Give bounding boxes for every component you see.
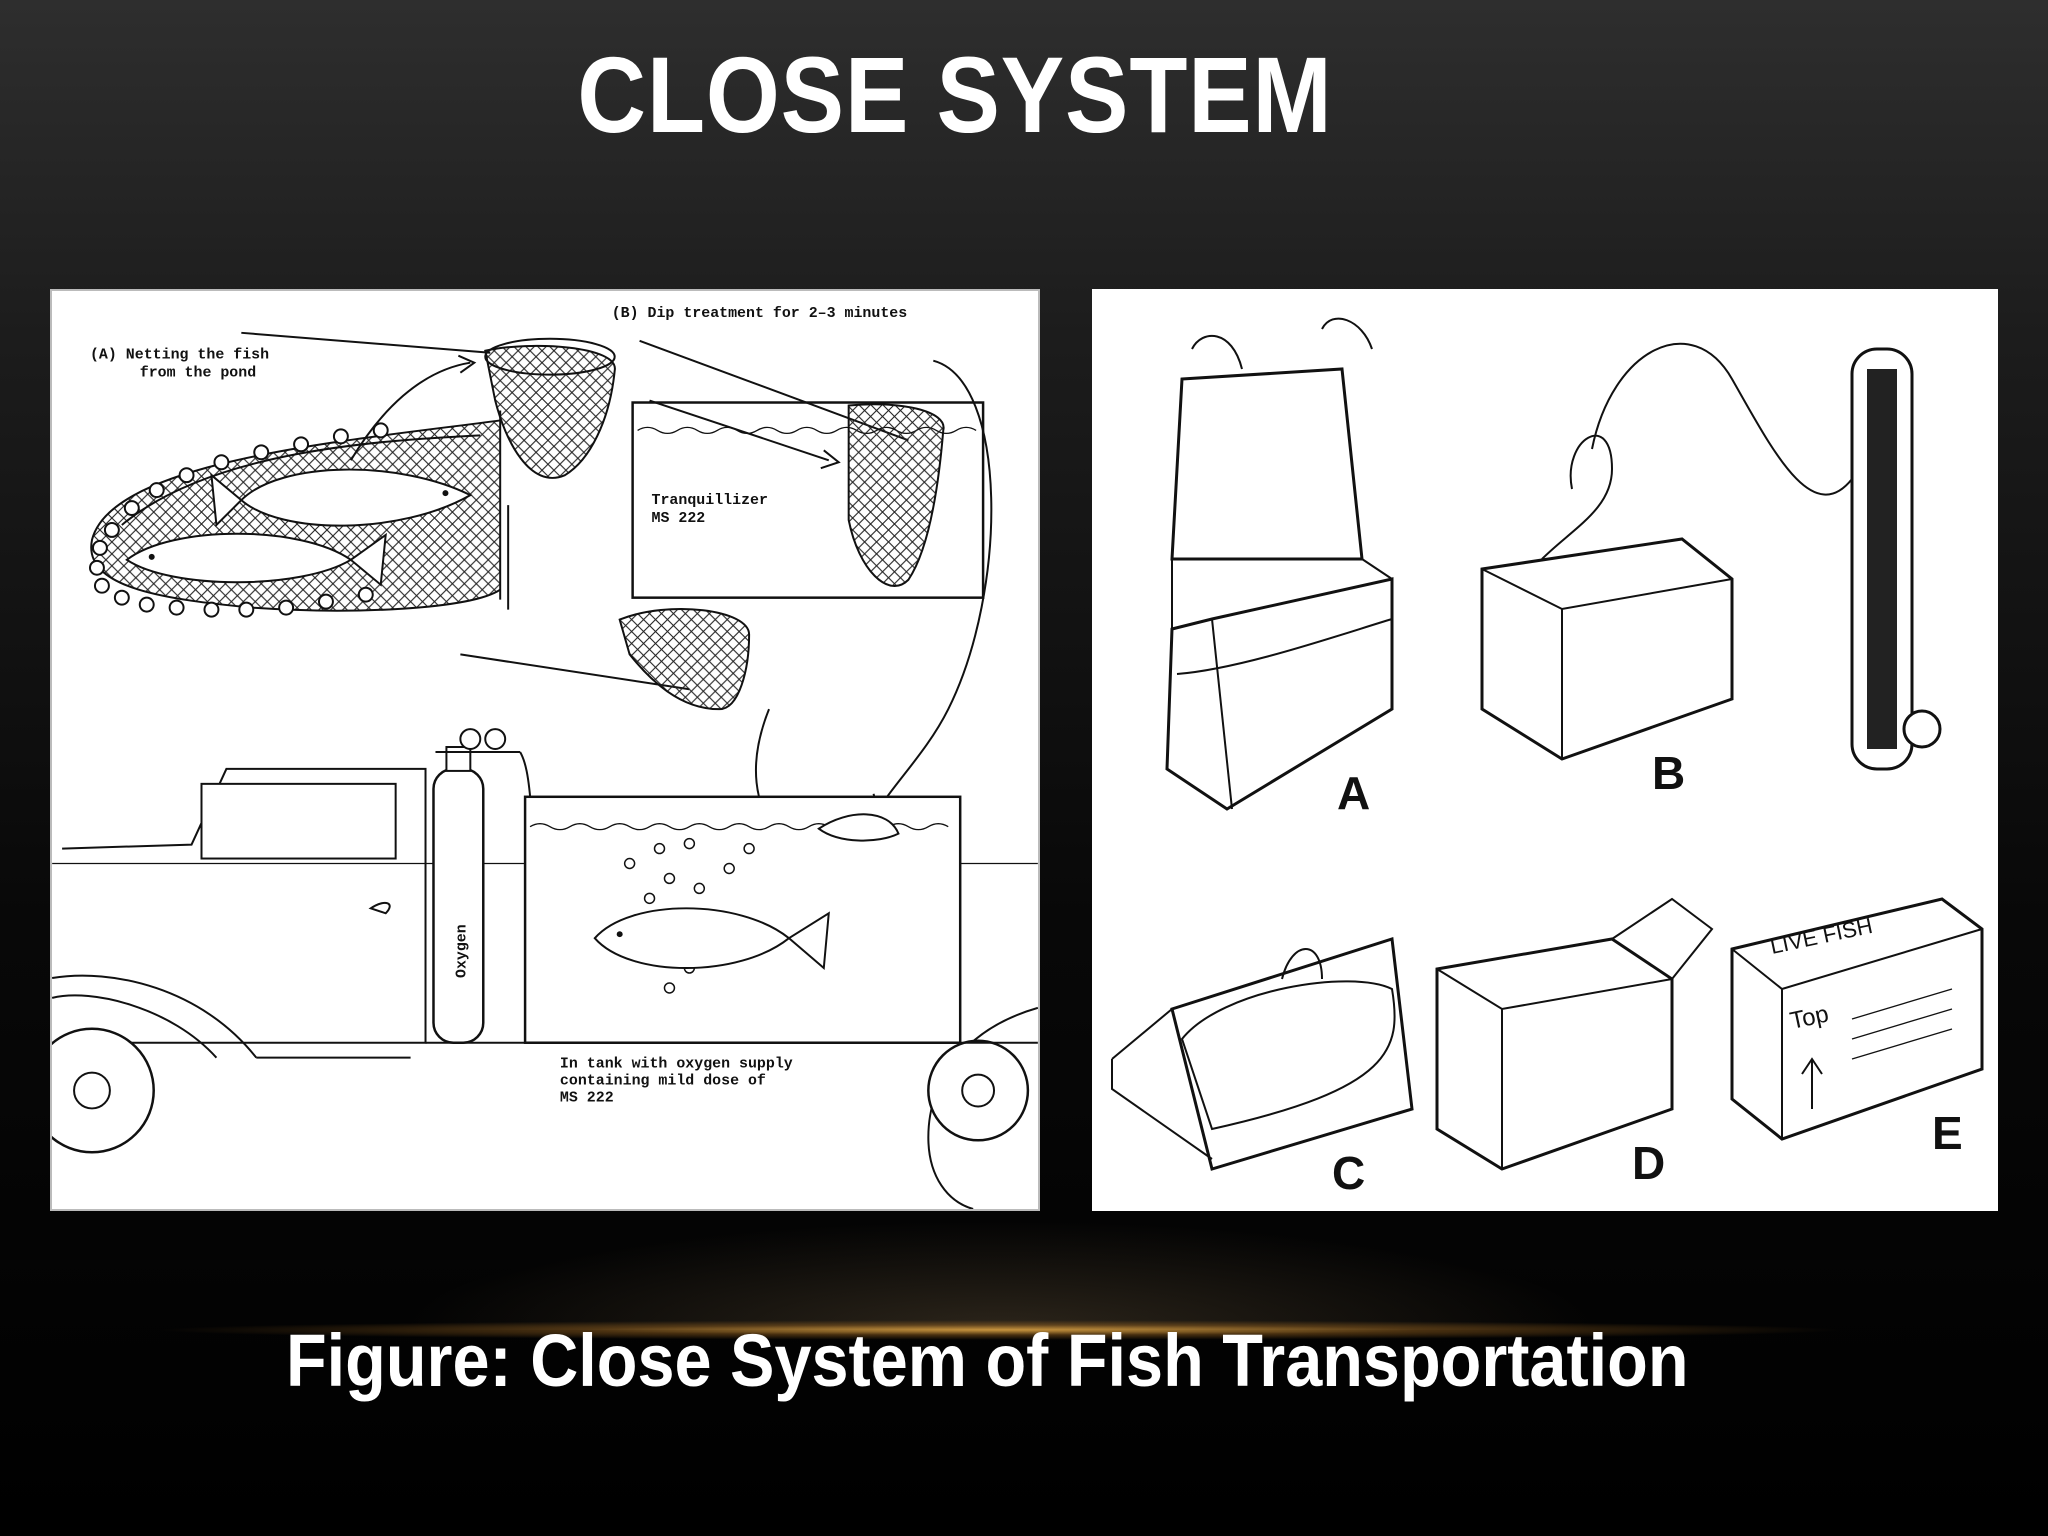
hand-net-a (241, 331, 616, 479)
label-tank-line2: containing mild dose of (560, 1074, 766, 1090)
label-dip-treatment: (B) Dip treatment for 2–3 minutes (612, 306, 908, 322)
label-step-a: A (1337, 767, 1370, 819)
label-step-b: B (1652, 747, 1685, 799)
floor-glow (400, 1220, 1600, 1330)
label-oxygen: Oxygen (454, 924, 470, 978)
right-diagram-svg: A B C D (1111, 317, 1984, 1199)
label-tank-line3: MS 222 (560, 1090, 614, 1106)
fish-netting-transport-diagram: (A) Netting the fish from the pond (B) D… (50, 289, 1040, 1211)
slide-title: CLOSE SYSTEM (577, 34, 1333, 155)
step-b-oxygenated-bag: B (1480, 342, 1942, 799)
pond-fish-1 (210, 468, 473, 528)
label-step-c: C (1332, 1147, 1365, 1199)
label-tranquillizer: Tranquillizer (652, 493, 768, 509)
figure-caption: Figure: Close System of Fish Transportat… (286, 1319, 1689, 1402)
left-diagram-svg: (A) Netting the fish from the pond (B) D… (52, 306, 1038, 1209)
step-e-labeled-box: LIVE FISH Top E (1730, 897, 1984, 1159)
label-tank-line1: In tank with oxygen supply (560, 1057, 793, 1073)
step-d-carton: D (1435, 897, 1714, 1189)
label-step-d: D (1632, 1137, 1665, 1189)
label-step-e: E (1932, 1107, 1963, 1159)
pond-fish-2 (125, 532, 387, 587)
dip-treatment-tank: Tranquillizer MS 222 (631, 339, 993, 816)
label-netting-line2: from the pond (140, 366, 256, 382)
bag-packing-steps-diagram: A B C D (1092, 289, 1998, 1211)
truck-fish-tank (523, 795, 962, 1044)
gold-accent-line (150, 1320, 1850, 1340)
label-netting-line1: (A) Netting the fish (90, 348, 269, 364)
step-a-bag-in-box: A (1165, 317, 1394, 819)
label-ms222: MS 222 (652, 511, 706, 527)
step-c-sealed-bag: C (1111, 937, 1414, 1199)
oxygen-cylinder: Oxygen (432, 728, 571, 1044)
